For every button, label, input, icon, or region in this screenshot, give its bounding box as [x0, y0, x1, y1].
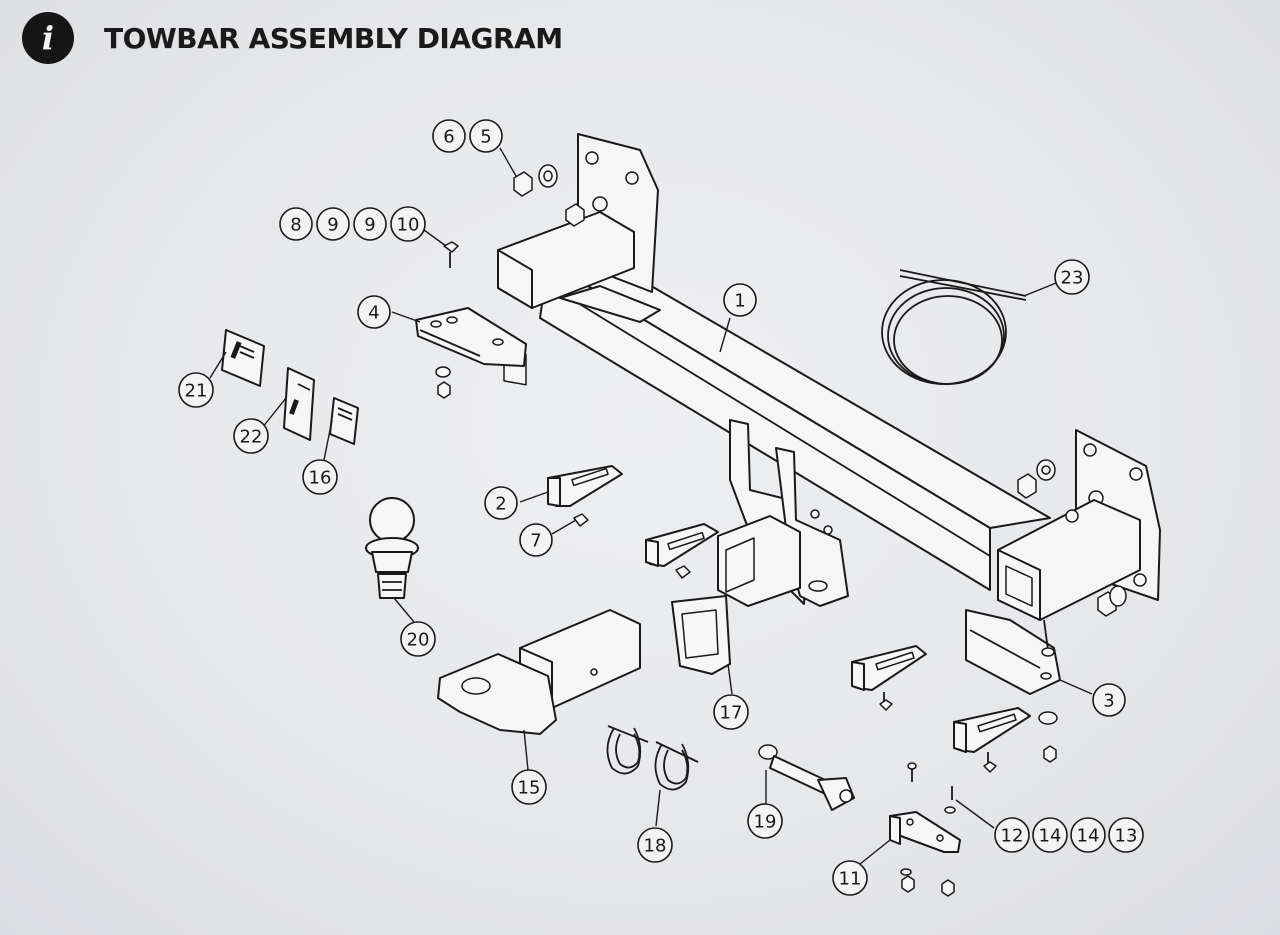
bracket-receiver-left: [645, 523, 719, 567]
receiver-bracket: [717, 419, 849, 607]
callout-20-label: 20: [407, 630, 430, 651]
callout-21-label: 21: [185, 381, 208, 402]
callout-23-label: 23: [1061, 268, 1084, 289]
callout-14b: 14: [1070, 817, 1106, 853]
cable-23: [881, 269, 1027, 385]
callout-3: 3: [1092, 683, 1126, 717]
callout-17: 17: [713, 694, 749, 730]
callout-18: 18: [637, 827, 673, 863]
callout-18-label: 18: [644, 836, 667, 857]
callout-15-label: 15: [518, 778, 541, 799]
callout-12-label: 12: [1001, 826, 1024, 847]
callout-7: 7: [519, 523, 553, 557]
callout-6: 6: [432, 119, 466, 153]
shackles-18: [606, 725, 699, 791]
callout-13-label: 13: [1115, 826, 1138, 847]
decal-labels: [221, 329, 359, 445]
callout-8-label: 8: [290, 215, 301, 236]
callout-3-label: 3: [1103, 691, 1114, 712]
callout-22-label: 22: [240, 427, 263, 448]
callout-16-label: 16: [309, 468, 332, 489]
tow-ball-20: [365, 497, 419, 599]
callout-17-label: 17: [720, 703, 743, 724]
callout-10-label: 10: [397, 215, 420, 236]
callout-2-label: 2: [495, 494, 506, 515]
callout-4-label: 4: [368, 303, 379, 324]
callout-14a: 14: [1032, 817, 1068, 853]
bracket-lower-1: [851, 645, 927, 691]
info-icon: i: [22, 12, 74, 64]
fasteners: [435, 164, 1127, 897]
callout-15: 15: [511, 769, 547, 805]
bracket-lower-2: [953, 707, 1031, 753]
callout-1: 1: [723, 283, 757, 317]
hitch-cover-17: [671, 595, 731, 675]
ball-mount-15: [437, 609, 641, 735]
callout-6-label: 6: [443, 127, 454, 148]
callout-5: 5: [469, 119, 503, 153]
callout-5-label: 5: [480, 127, 491, 148]
callout-14a-label: 14: [1039, 826, 1062, 847]
bracket-4: [415, 307, 527, 367]
callout-1-label: 1: [734, 291, 745, 312]
callout-23: 23: [1054, 259, 1090, 295]
leader-lines: [209, 147, 1093, 865]
callout-19-label: 19: [754, 812, 777, 833]
bracket-11: [889, 811, 961, 853]
callout-16: 16: [302, 459, 338, 495]
callout-12: 12: [994, 817, 1030, 853]
callout-11: 11: [832, 860, 868, 896]
page-title: TOWBAR ASSEMBLY DIAGRAM: [104, 21, 563, 55]
callout-22: 22: [233, 418, 269, 454]
callout-9b: 9: [353, 207, 387, 241]
callout-21: 21: [178, 372, 214, 408]
callout-9a: 9: [316, 207, 350, 241]
header: i TOWBAR ASSEMBLY DIAGRAM: [22, 12, 563, 64]
callout-2: 2: [484, 486, 518, 520]
bracket-2: [547, 465, 623, 507]
callout-10: 10: [390, 206, 426, 242]
callout-7-label: 7: [530, 531, 541, 552]
right-mount: [997, 429, 1161, 621]
hitch-pin-19: [758, 744, 855, 811]
callout-9b-label: 9: [364, 215, 375, 236]
callout-20: 20: [400, 621, 436, 657]
callout-13: 13: [1108, 817, 1144, 853]
callout-9a-label: 9: [327, 215, 338, 236]
callout-19: 19: [747, 803, 783, 839]
callout-11-label: 11: [839, 869, 862, 890]
callout-8: 8: [279, 207, 313, 241]
callout-4: 4: [357, 295, 391, 329]
callout-14b-label: 14: [1077, 826, 1100, 847]
